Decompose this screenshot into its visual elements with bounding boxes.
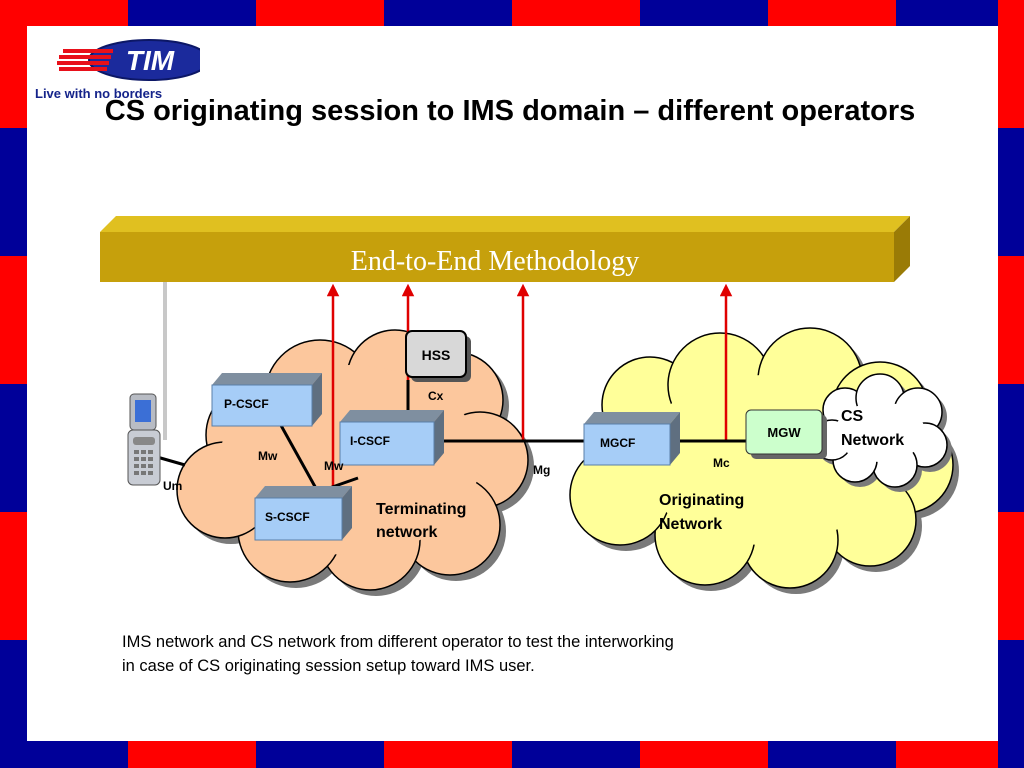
frame-cell	[768, 741, 896, 768]
frame-cell	[998, 0, 1024, 128]
icscf-label: I-CSCF	[350, 434, 390, 448]
methodology-banner: End-to-End Methodology	[100, 216, 910, 282]
mgcf-label: MGCF	[600, 436, 635, 450]
tim-logo: TIM Live with no borders	[35, 39, 200, 101]
frame-cell	[384, 0, 512, 26]
frame-cell	[256, 0, 384, 26]
node-mgw: MGW	[745, 409, 827, 459]
frame-cell	[0, 640, 27, 768]
mg-label: Mg	[533, 463, 550, 477]
terminating-label-line1: Terminating	[376, 501, 466, 518]
mobile-phone-icon	[127, 393, 161, 486]
node-mgcf: MGCF	[583, 412, 680, 466]
node-scscf: S-CSCF	[254, 486, 352, 541]
mw-label-1: Mw	[258, 449, 278, 463]
mw-link-pcscf	[276, 419, 320, 493]
mc-label: Mc	[713, 456, 730, 470]
cx-label: Cx	[428, 389, 444, 403]
frame-cell	[0, 384, 27, 512]
cs-label-line1: CS	[841, 408, 864, 425]
frame-cell	[0, 256, 27, 384]
slide-title: CS originating session to IMS domain – d…	[104, 95, 916, 127]
frame-cell	[256, 741, 384, 768]
node-hss: HSS	[405, 330, 471, 382]
frame-cell	[640, 741, 768, 768]
frame-cell	[640, 0, 768, 26]
frame-cell	[384, 741, 512, 768]
um-label: Um	[163, 479, 182, 493]
frame-cell	[998, 128, 1024, 256]
frame-cell	[0, 128, 27, 256]
frame-cell	[0, 512, 27, 640]
red-arrows	[326, 283, 733, 502]
frame-cell	[998, 512, 1024, 640]
frame-cell	[0, 0, 27, 128]
frame-cell	[512, 741, 640, 768]
mgw-label: MGW	[767, 425, 801, 440]
node-icscf: I-CSCF	[339, 410, 444, 466]
logo-stripes-icon	[57, 49, 113, 71]
slide-description: IMS network and CS network from differen…	[122, 633, 674, 675]
frame-cell	[768, 0, 896, 26]
frame-cell	[128, 0, 256, 26]
originating-label-line2: Network	[659, 516, 722, 533]
banner-label: End-to-End Methodology	[351, 246, 640, 277]
hss-label: HSS	[422, 347, 451, 363]
terminating-label-line2: network	[376, 524, 437, 541]
logo-oval	[88, 39, 200, 81]
mw-label-2: Mw	[324, 459, 344, 473]
originating-label-line1: Originating	[659, 492, 744, 509]
node-pcscf: P-CSCF	[211, 373, 322, 427]
frame-cell	[998, 256, 1024, 384]
cs-label-line2: Network	[841, 432, 904, 449]
frame-cell	[998, 384, 1024, 512]
logo-brand: TIM	[126, 45, 175, 76]
frame-cell	[998, 640, 1024, 768]
pcscf-label: P-CSCF	[224, 397, 269, 411]
logo-tagline: Live with no borders	[35, 86, 162, 101]
frame-cell	[128, 741, 256, 768]
cs-network-cloud	[811, 373, 952, 492]
frame-cell	[512, 0, 640, 26]
scscf-label: S-CSCF	[265, 510, 310, 524]
